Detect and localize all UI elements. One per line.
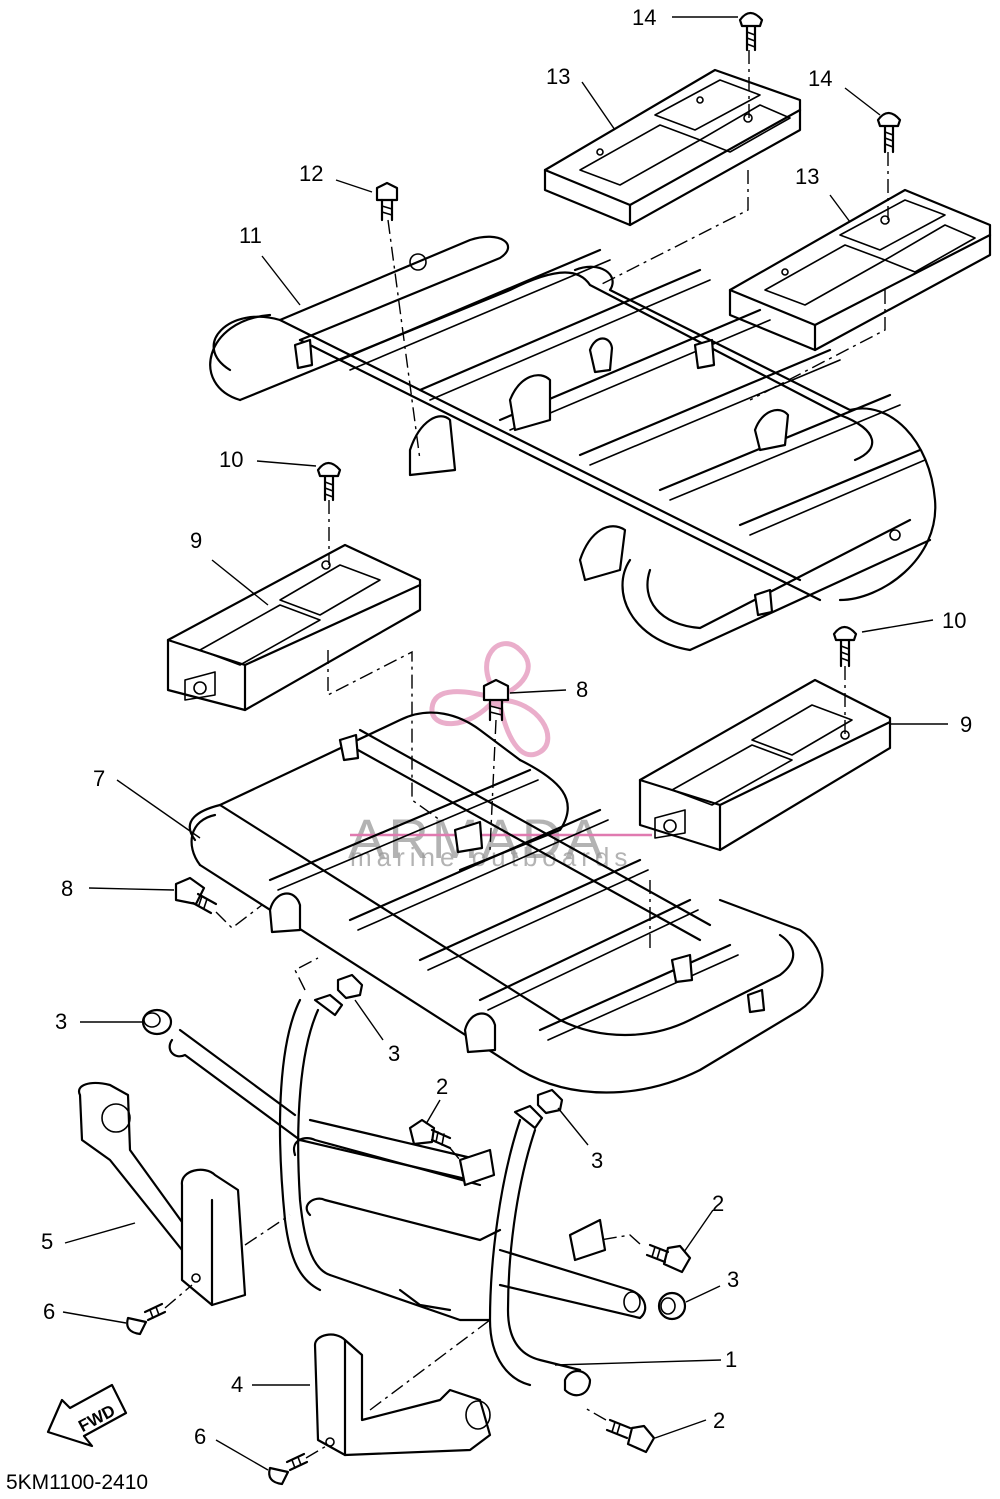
callout-3-middle: 3 bbox=[591, 1148, 603, 1173]
callout-3-left: 3 bbox=[55, 1009, 67, 1034]
rubber-pad-9-right bbox=[638, 678, 892, 852]
callout-4: 4 bbox=[231, 1372, 243, 1397]
callout-1: 1 bbox=[725, 1347, 737, 1372]
bolt-8-upper bbox=[482, 678, 510, 722]
bolt-12 bbox=[375, 181, 399, 222]
bracket-4 bbox=[313, 1333, 492, 1457]
rubber-pad-13-upper bbox=[543, 68, 802, 227]
callout-10-left: 10 bbox=[219, 447, 243, 472]
callout-9-left: 9 bbox=[190, 528, 202, 553]
callout-6-upper: 6 bbox=[43, 1299, 55, 1324]
screw-6-upper bbox=[126, 1302, 167, 1336]
callout-14-top: 14 bbox=[632, 5, 656, 30]
fwd-arrow-icon: FWD bbox=[46, 1383, 128, 1448]
leader-lines bbox=[62, 16, 948, 1471]
callout-10-right: 10 bbox=[942, 608, 966, 633]
callout-14-right: 14 bbox=[808, 66, 832, 91]
rear-carrier-11 bbox=[209, 235, 937, 652]
callout-8-upper: 8 bbox=[576, 677, 588, 702]
carrier-bracket-1 bbox=[168, 993, 647, 1397]
bracket-5 bbox=[77, 1081, 247, 1307]
armada-watermark: ARMADA marine outboards bbox=[348, 641, 652, 872]
callout-13-upper: 13 bbox=[546, 64, 570, 89]
rubber-pad-9-left bbox=[166, 543, 422, 712]
rubber-pad-13-lower bbox=[728, 188, 992, 352]
diagram-code: 5KM1100-2410 bbox=[6, 1471, 148, 1494]
callout-2-middle: 2 bbox=[436, 1074, 448, 1099]
callout-8-lower: 8 bbox=[61, 876, 73, 901]
callout-3-top: 3 bbox=[388, 1041, 400, 1066]
callout-5: 5 bbox=[41, 1229, 53, 1254]
assembly-lines bbox=[164, 50, 889, 1459]
callout-6-lower: 6 bbox=[194, 1424, 206, 1449]
callout-7: 7 bbox=[93, 766, 105, 791]
callout-2-right: 2 bbox=[712, 1191, 724, 1216]
cap-3-left bbox=[141, 1008, 173, 1036]
bolt-8-lower bbox=[174, 876, 218, 915]
callout-13-lower: 13 bbox=[795, 164, 819, 189]
callout-3-right: 3 bbox=[727, 1267, 739, 1292]
screw-10-left bbox=[316, 461, 342, 502]
cap-3-top bbox=[336, 973, 364, 1000]
screw-6-lower bbox=[268, 1452, 309, 1486]
cap-3-right bbox=[657, 1291, 687, 1321]
bolt-2-middle bbox=[408, 1118, 452, 1150]
front-carrier-7 bbox=[188, 711, 824, 1094]
callout-12: 12 bbox=[299, 161, 323, 186]
callout-2-bottom: 2 bbox=[713, 1408, 725, 1433]
bolt-2-right bbox=[645, 1243, 692, 1274]
callout-labels: 14 13 14 13 12 11 10 9 10 9 8 7 8 3 3 2 … bbox=[41, 5, 972, 1449]
callout-9-right: 9 bbox=[960, 712, 972, 737]
callout-11: 11 bbox=[239, 223, 262, 248]
watermark-tagline: marine outboards bbox=[350, 842, 632, 872]
screw-14-top bbox=[738, 11, 764, 52]
screw-10-right bbox=[832, 625, 858, 668]
screw-14-right bbox=[876, 111, 902, 154]
bolt-2-bottom bbox=[605, 1418, 656, 1454]
